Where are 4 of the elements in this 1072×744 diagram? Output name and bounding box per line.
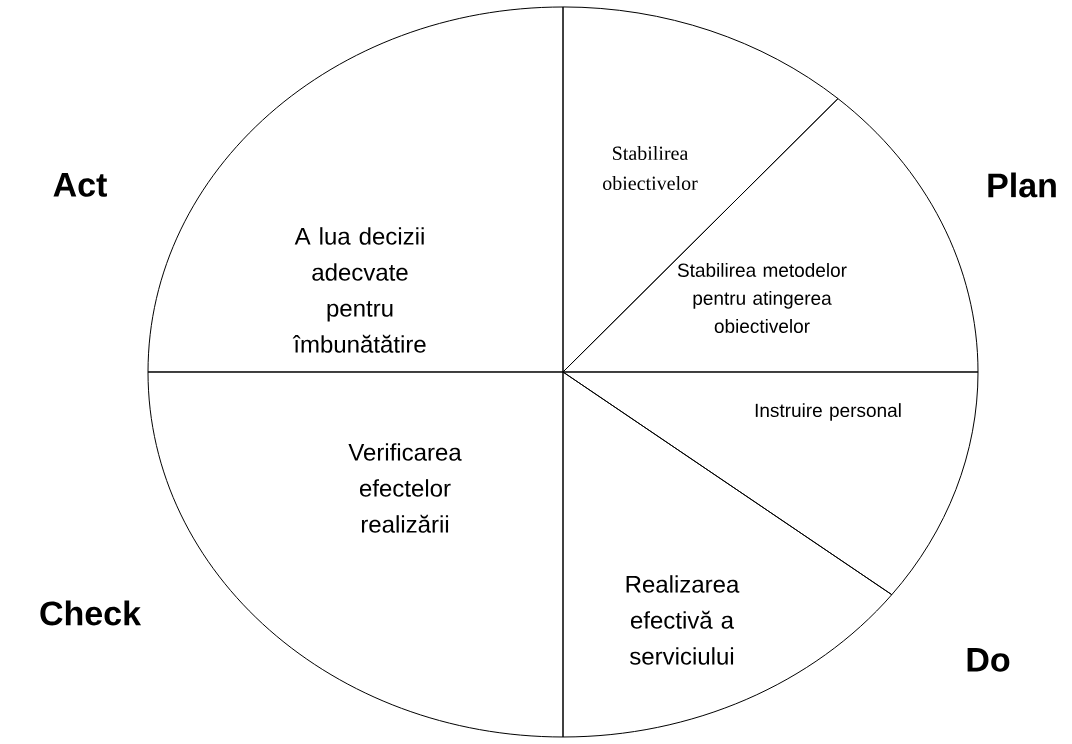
- pie-sector: Verificarea efectelor realizării: [147, 371, 564, 738]
- pie-sector: A lua decizii adecvate pentru îmbunătătire: [147, 6, 564, 373]
- phase-label: Do: [967, 648, 1010, 672]
- phase-label: Act: [53, 173, 107, 197]
